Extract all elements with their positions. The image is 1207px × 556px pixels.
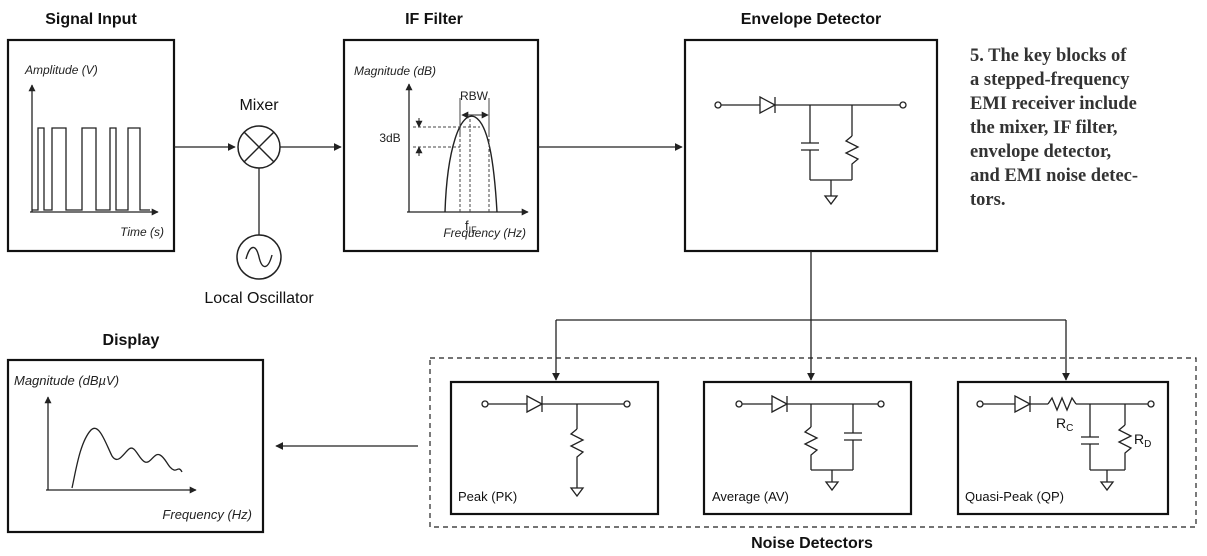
caption-line: envelope detector,	[970, 142, 1112, 162]
signal-input-x-label: Time (s)	[120, 225, 164, 239]
quasi-peak-detector: RC RD Quasi-Peak (QP)	[956, 380, 1170, 516]
display-x-label: Frequency (Hz)	[162, 507, 252, 522]
signal-input-y-label: Amplitude (V)	[24, 63, 98, 77]
3db-label: 3dB	[379, 131, 400, 145]
peak-detector: Peak (PK)	[449, 380, 660, 516]
display-title: Display	[103, 332, 160, 349]
fif-label: fIF	[465, 218, 477, 235]
if-filter-block: IF Filter Magnitude (dB) Frequency (Hz) …	[342, 11, 540, 253]
signal-input-block: Signal Input Amplitude (V) Time (s)	[6, 11, 176, 253]
figure-caption: 5. The key blocks of a stepped-frequency…	[970, 44, 1198, 212]
mixer-block: Mixer	[237, 97, 281, 169]
quasi-peak-label: Quasi-Peak (QP)	[965, 489, 1064, 504]
if-filter-title: IF Filter	[405, 11, 463, 28]
average-label: Average (AV)	[712, 489, 789, 504]
display-block: Display Magnitude (dBµV) Frequency (Hz)	[6, 332, 265, 534]
rbw-label: RBW	[460, 89, 489, 103]
sine-wave-icon	[236, 234, 282, 280]
rc-label: RC	[1056, 415, 1073, 434]
rd-label: RD	[1134, 431, 1151, 450]
mixer-label: Mixer	[239, 97, 279, 114]
signal-input-title: Signal Input	[45, 11, 137, 28]
caption-line: and EMI noise detec-	[970, 166, 1139, 186]
local-oscillator-block: Local Oscillator	[204, 234, 314, 307]
noise-detectors-title: Noise Detectors	[751, 535, 873, 552]
if-filter-x-label: Frequency (Hz)	[443, 226, 526, 240]
caption-line: 5. The key blocks of	[970, 46, 1127, 66]
display-y-label: Magnitude (dBµV)	[14, 373, 119, 388]
peak-label: Peak (PK)	[458, 489, 517, 504]
noise-detectors-group: Noise Detectors Peak (PK)	[429, 357, 1197, 552]
envelope-detector-block: Envelope Detector	[683, 11, 939, 253]
if-filter-y-label: Magnitude (dB)	[354, 64, 436, 78]
caption-line: EMI receiver include	[970, 94, 1137, 114]
caption-line: tors.	[970, 190, 1006, 210]
envelope-detector-title: Envelope Detector	[741, 11, 881, 28]
caption-line: the mixer, IF filter,	[970, 118, 1118, 138]
pulse-train-waveform	[32, 127, 150, 211]
average-detector: Average (AV)	[702, 380, 913, 516]
local-oscillator-label: Local Oscillator	[204, 290, 314, 307]
envelope-detector-circuit	[714, 95, 907, 206]
spectrum-trace	[71, 427, 183, 489]
caption-line: a stepped-frequency	[970, 70, 1130, 90]
